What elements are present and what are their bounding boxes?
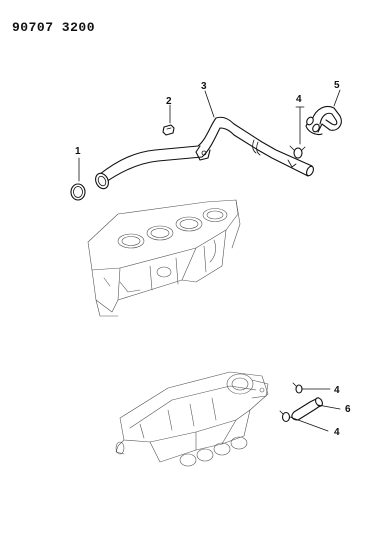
callout-4-upper: 4 bbox=[296, 94, 302, 105]
callout-6: 6 bbox=[345, 404, 351, 415]
bypass-hose-part bbox=[305, 105, 342, 136]
o-ring-part bbox=[70, 183, 86, 201]
engine-block-illustration bbox=[87, 199, 241, 317]
callout-5: 5 bbox=[334, 80, 340, 91]
callout-1: 1 bbox=[75, 146, 81, 157]
intake-manifold-illustration bbox=[115, 371, 269, 467]
leader-line-3 bbox=[204, 90, 215, 118]
manifold-hose-part bbox=[291, 397, 323, 421]
leader-line-5 bbox=[333, 89, 341, 107]
bolt-part bbox=[162, 124, 175, 136]
leader-line-6 bbox=[317, 404, 341, 410]
leader-line-4c bbox=[289, 416, 329, 432]
document-number: 90707 3200 bbox=[12, 20, 96, 35]
callout-4-lower-a: 4 bbox=[334, 385, 340, 396]
hose-clamp-part-upper bbox=[289, 145, 306, 159]
hose-clamp-part-lower-b bbox=[279, 410, 291, 423]
water-pipe-part bbox=[95, 116, 314, 190]
hose-clamp-part-lower-a bbox=[292, 382, 303, 394]
callout-3: 3 bbox=[201, 81, 207, 92]
callout-4-lower-b: 4 bbox=[334, 427, 340, 438]
callout-2: 2 bbox=[166, 96, 172, 107]
